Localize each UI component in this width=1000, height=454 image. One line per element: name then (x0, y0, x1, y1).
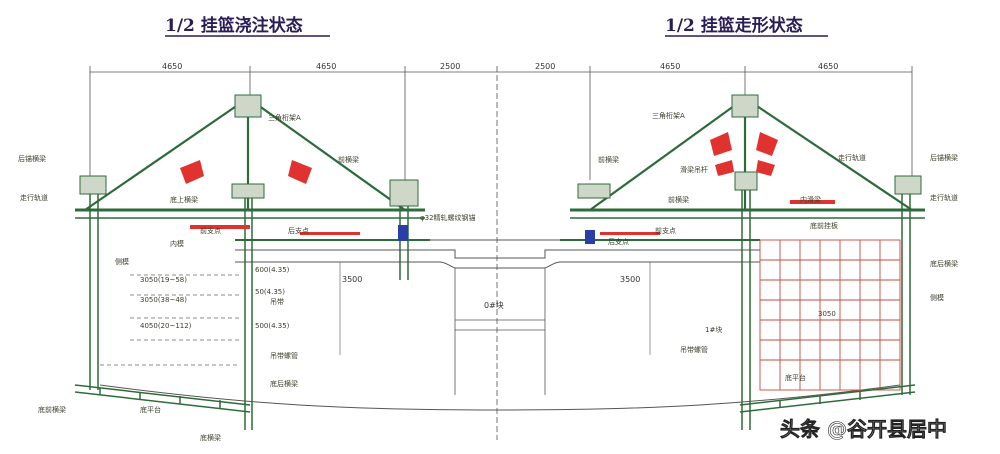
left-hangers (89, 185, 409, 430)
label-right-rear-support: 后支点 (608, 237, 629, 246)
right-hangers (741, 185, 911, 430)
label-left-bottom-rear: 底后横梁 (270, 379, 298, 388)
dim-mid-left-2: 3050(38~48) (140, 296, 187, 304)
dim-right-mid: 3050 (818, 310, 836, 318)
dim-len-right: 3500 (620, 275, 640, 284)
label-left-rear-support: 后支点 (288, 226, 309, 235)
label-right-bottom-platform: 底平台 (785, 373, 806, 382)
label-left-hang-rod: 吊带 (270, 298, 284, 306)
label-left-inner-mold: 内模 (170, 239, 184, 248)
dim-small-left-1: 600(4.35) (255, 266, 290, 274)
dim-left-2: 4650 (316, 62, 336, 71)
right-nodes (577, 94, 922, 199)
dim-right-2: 4650 (660, 62, 680, 71)
right-formwork-grid (759, 239, 901, 391)
center-block-label: 0#块 (484, 300, 504, 310)
label-left-front-beam: 前横梁 (338, 155, 359, 164)
left-bottom-platform (74, 384, 251, 413)
label-left-front-support: 前支点 (200, 226, 221, 235)
label-right-front-hang: 底后横梁 (930, 259, 958, 268)
label-right-hang-rod: 吊带螺管 (680, 345, 708, 354)
label-left-pipe: 吊带螺管 (270, 351, 298, 360)
label-right-side: 底前挂板 (810, 221, 838, 230)
label-right-walk-rail: 走行轨道 (930, 193, 958, 202)
dim-left-1: 4650 (162, 62, 182, 71)
label-right-rear-anchor: 后锚横梁 (930, 153, 958, 162)
label-left-anchor-rod: φ32精轧螺纹钢锚 (420, 213, 476, 222)
right-blue-jack (585, 230, 595, 244)
label-left-top-beam: 底上横梁 (170, 195, 198, 204)
title-right: 1/2 挂篮走形状态 (665, 15, 803, 36)
dim-right-1: 2500 (535, 62, 555, 71)
label-left-bottom-platform: 底平台 (140, 405, 161, 414)
label-left-walk-rail: 走行轨道 (20, 193, 48, 202)
label-right-front-beam: 前横梁 (598, 155, 619, 164)
label-left-ext: 底横梁 (200, 433, 221, 442)
label-left-side-mold: 侧模 (115, 257, 129, 266)
dim-small-left-2: 50(4.35) (255, 288, 285, 296)
watermark-text: 头条 @谷开县居中 (780, 417, 947, 441)
label-left-truss: 三角桁架A (268, 113, 301, 122)
title-left: 1/2 挂篮浇注状态 (165, 15, 303, 36)
label-right-front-support: 前支点 (655, 226, 676, 235)
label-left-bottom-front: 底前横梁 (38, 405, 66, 414)
dim-len-left: 3500 (342, 275, 362, 284)
label-right-block: 1#块 (705, 325, 722, 334)
label-right-ext: 前横梁 (668, 195, 689, 204)
label-left-rear-anchor: 后锚横梁 (18, 154, 46, 163)
dim-small-left-3: 500(4.35) (255, 322, 290, 330)
dim-mid-left-3: 4050(20~112) (140, 322, 192, 330)
left-nodes (79, 94, 419, 207)
label-right-side-mold: 侧模 (930, 293, 944, 302)
label-right-walk-rail2: 走行轨道 (838, 153, 866, 162)
label-right-hanger: 滑梁吊杆 (680, 165, 708, 174)
right-bottom-platform (739, 384, 916, 413)
label-right-truss: 三角桁架A (652, 111, 685, 120)
right-labels: 三角桁架A 前横梁 滑梁吊杆 走行轨道 后锚横梁 走行轨道 前横梁 内滑梁 前支… (598, 111, 958, 382)
left-dashed-guides (100, 274, 240, 366)
right-red-arrows (600, 132, 835, 235)
dim-right-3: 4650 (818, 62, 838, 71)
dim-left-3: 2500 (440, 62, 460, 71)
label-right-inner-rail: 内滑梁 (800, 195, 821, 204)
left-blue-jack (398, 225, 408, 241)
dim-mid-left-1: 3050(19~58) (140, 276, 187, 284)
left-red-arrows (180, 160, 360, 235)
left-labels: 后锚横梁 走行轨道 三角桁架A 前横梁 底上横梁 前支点 后支点 φ32精轧螺纹… (18, 113, 476, 442)
top-dimension-line (89, 66, 913, 440)
